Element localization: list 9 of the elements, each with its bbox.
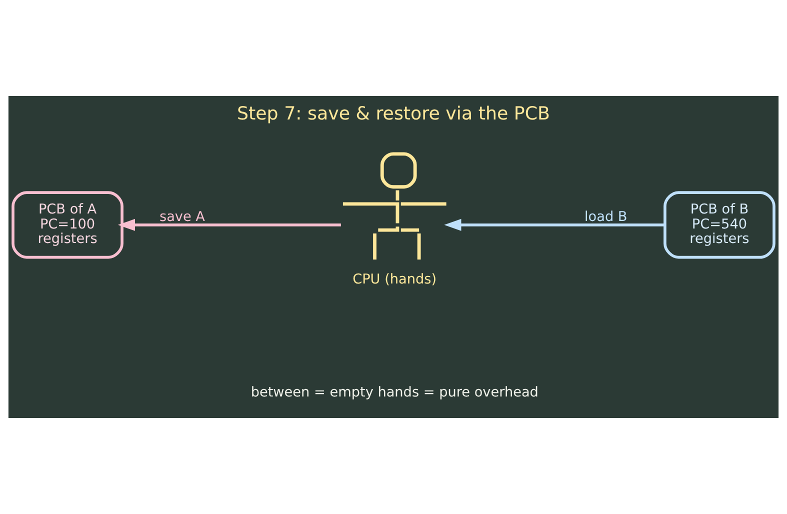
node-box: PCB of A PC=100 registers (12, 191, 124, 259)
arrow (444, 218, 665, 231)
node-box: PCB of B PC=540 registers (664, 191, 776, 259)
arrow (118, 218, 341, 231)
edge-label: load B (584, 209, 628, 226)
node-label: CPU (hands) (352, 272, 437, 288)
diagram-title: Step 7: save & restore via the PCB (236, 104, 550, 125)
label: between = empty hands = pure overhead (250, 384, 538, 401)
edge-label: save A (159, 209, 205, 226)
